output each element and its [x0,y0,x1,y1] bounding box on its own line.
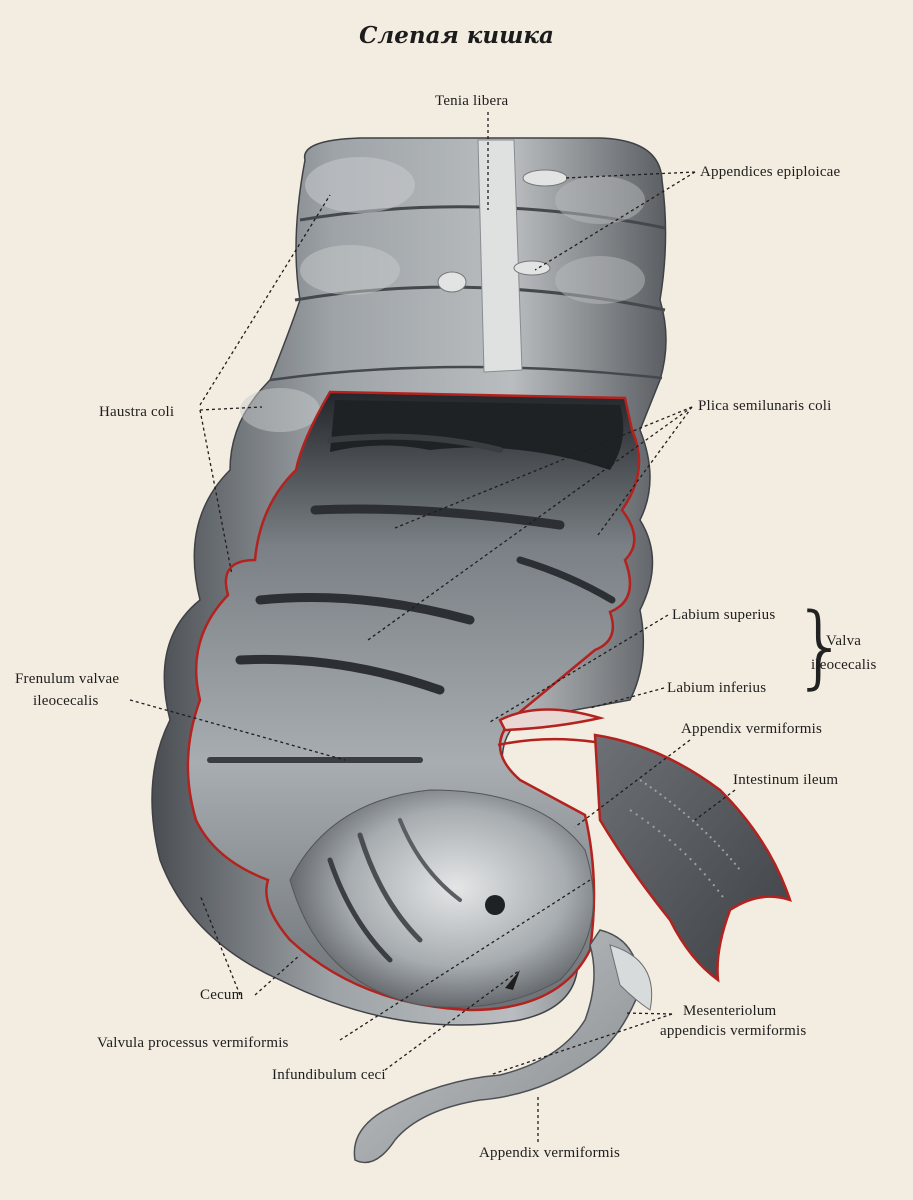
label-labium-superius: Labium superius [672,607,776,623]
label-appendix-vermiformis-top: Appendix vermiformis [681,721,823,737]
label-appendices-epiploicae: Appendices epiploicae [700,164,841,180]
label-valva-ileocecalis: ileocecalis [811,657,877,673]
label-cecum: Cecum [200,987,244,1003]
ileocecal-valve [497,708,605,747]
label-frenulum-valvae: Frenulum valvae [15,671,120,687]
arrow-head [505,970,520,990]
label-appendix-vermiformis-bottom: Appendix vermiformis [479,1145,621,1161]
figure-title: Слепая кишка [359,22,554,49]
cecum-dome [289,789,594,1008]
label-valvula-processus: Valvula processus vermiformis [97,1035,289,1051]
label-infundibulum-ceci: Infundibulum ceci [272,1067,386,1083]
leader-lines [129,112,736,1142]
label-tenia-libera: Tenia libera [435,93,509,109]
label-valva: Valva [826,633,862,649]
label-frenulum-ileocecalis: ileocecalis [33,693,99,709]
ileum-segment [593,733,792,983]
label-labium-inferius: Labium inferius [667,680,767,696]
valva-brace: } [792,594,850,699]
tenia-band [477,139,523,373]
label-mesenteriolum-appendicis: appendicis vermiformis [660,1023,807,1039]
label-mesenteriolum: Mesenteriolum [683,1003,777,1019]
label-intestinum-ileum: Intestinum ileum [733,772,839,788]
appendices-epiploicae-shapes [437,169,568,293]
label-haustra-coli: Haustra coli [99,404,175,420]
appendix-vermiformis [353,929,653,1164]
label-plica-semilunaris-coli: Plica semilunaris coli [698,398,832,414]
